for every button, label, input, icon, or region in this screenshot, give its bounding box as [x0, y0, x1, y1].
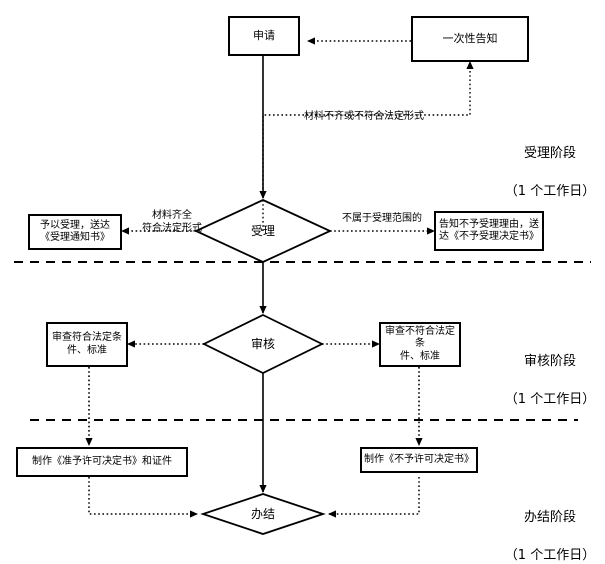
node-grant[interactable]: 制作《准予许可决定书》和证件 [16, 447, 188, 477]
node-accept-yes[interactable]: 予以受理，送达 《受理通知书》 [28, 214, 122, 250]
stage-label-acceptance-duration: （1 个工作日） [504, 183, 596, 199]
stage-label-acceptance: 受理阶段 （1 个工作日） [498, 126, 602, 201]
node-one-time-notice[interactable]: 一次性告知 [411, 16, 529, 62]
node-finish-label: 办结 [250, 507, 275, 521]
node-review-decision[interactable]: 审核 [204, 315, 322, 373]
stage-label-review-duration: （1 个工作日） [504, 391, 596, 407]
node-deny-label: 制作《不予许可决定书》 [364, 453, 474, 465]
stage-label-review: 审核阶段 （1 个工作日） [498, 334, 602, 409]
node-review-fail[interactable]: 审查不符合法定条 件、标准 [379, 322, 461, 367]
node-apply-label: 申请 [253, 29, 275, 43]
edge-label-out-of-scope: 不属于受理范围的 [327, 199, 437, 225]
stage-label-review-name: 审核阶段 [523, 353, 576, 369]
node-one-time-notice-label: 一次性告知 [442, 32, 498, 46]
edge-label-materials-complete: 材料齐全 符合法定形式 [140, 196, 204, 235]
stage-label-completion-name: 办结阶段 [523, 509, 576, 525]
node-review-decision-label: 审核 [250, 337, 275, 351]
edge-label-out-of-scope-text: 不属于受理范围的 [342, 213, 422, 224]
edge-label-materials-complete-text: 材料齐全 符合法定形式 [142, 210, 202, 234]
node-review-pass-label: 审查符合法定条 件、标准 [52, 332, 122, 356]
node-review-pass[interactable]: 审查符合法定条 件、标准 [46, 322, 128, 367]
stage-label-acceptance-name: 受理阶段 [523, 145, 576, 161]
node-grant-label: 制作《准予许可决定书》和证件 [32, 455, 172, 467]
node-accept-decision-label: 受理 [250, 224, 275, 238]
node-finish[interactable]: 办结 [203, 494, 323, 534]
node-accept-no-label: 告知不予受理理由，送达《不予受理决定书》 [439, 218, 539, 243]
edge-label-incomplete-materials: 材料不齐或不符合法定形式 [284, 97, 444, 123]
edge-label-incomplete-materials-text: 材料不齐或不符合法定形式 [304, 111, 424, 122]
node-accept-yes-label: 予以受理，送达 《受理通知书》 [40, 219, 110, 244]
node-accept-no[interactable]: 告知不予受理理由，送达《不予受理决定书》 [434, 211, 544, 251]
node-review-fail-label: 审查不符合法定条 件、标准 [385, 325, 455, 362]
node-deny[interactable]: 制作《不予许可决定书》 [360, 447, 478, 473]
node-apply[interactable]: 申请 [228, 16, 300, 56]
stage-label-completion: 办结阶段 （1 个工作日） [498, 490, 602, 564]
stage-label-completion-duration: （1 个工作日） [504, 547, 596, 563]
node-accept-decision[interactable]: 受理 [196, 200, 330, 262]
